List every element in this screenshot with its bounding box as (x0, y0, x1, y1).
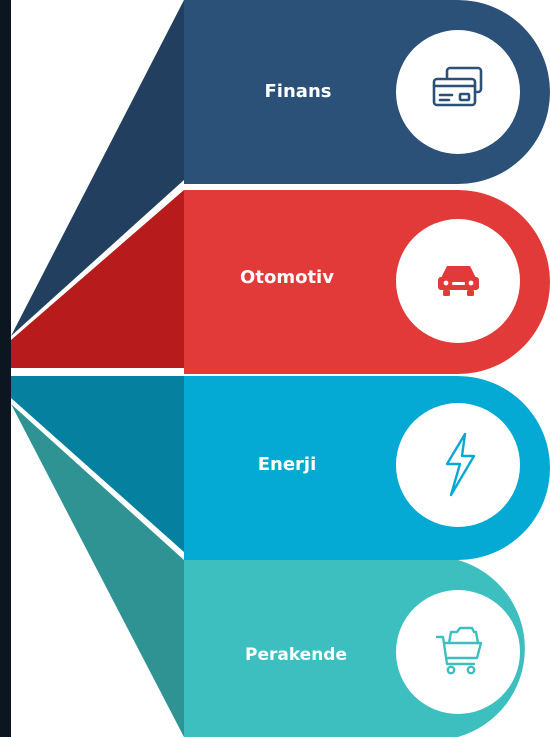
ribbon-enerji-fold (11, 376, 184, 552)
ribbon-label-enerji: Enerji (258, 454, 317, 475)
credit-cards-icon (432, 66, 483, 107)
ribbon-finans-fold (11, 0, 184, 336)
ribbon-label-finans: Finans (265, 81, 332, 102)
left-edge-strip (0, 0, 11, 737)
ribbon-finans-badge (396, 30, 520, 154)
car-icon (438, 266, 479, 296)
shopping-cart-icon (435, 626, 483, 675)
ribbon-perakende: Perakende (11, 404, 525, 737)
ribbon-otomotiv: Otomotiv (11, 190, 550, 374)
ribbon-label-perakende: Perakende (245, 645, 347, 665)
lightning-bolt-icon (445, 432, 476, 497)
ribbon-enerji: Enerji (11, 376, 550, 560)
ribbon-otomotiv-fold (11, 190, 184, 368)
ribbon-perakende-fold (11, 404, 184, 737)
ribbon-finans: Finans (11, 0, 550, 336)
ribbon-perakende-badge (396, 590, 520, 714)
ribbon-label-otomotiv: Otomotiv (240, 267, 334, 288)
